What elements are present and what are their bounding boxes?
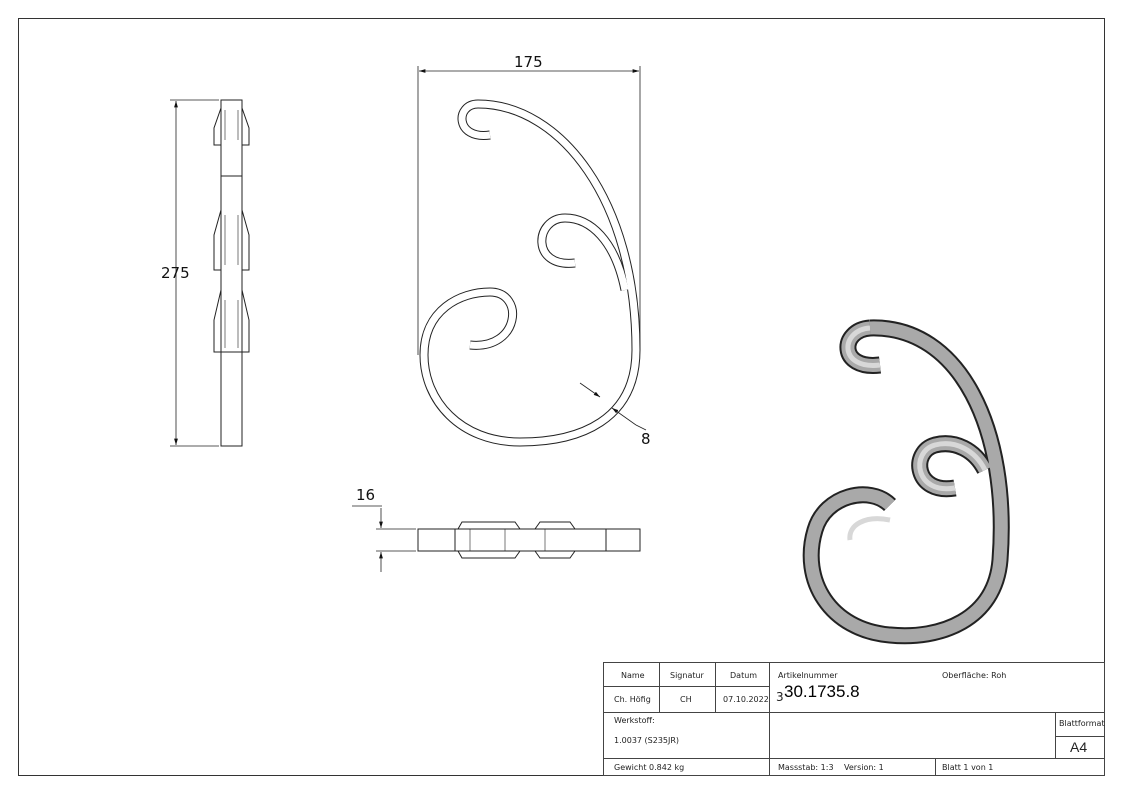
dimension-thickness-label: 8 bbox=[641, 430, 651, 448]
material-label: Werkstoff: bbox=[614, 716, 655, 725]
side-view bbox=[213, 99, 250, 447]
dimension-width bbox=[417, 66, 641, 355]
author-name: Ch. Höfig bbox=[614, 695, 651, 704]
scale: Massstab: 1:3 bbox=[778, 763, 834, 772]
article-number-fragment: 3 bbox=[776, 690, 784, 704]
front-view bbox=[419, 99, 641, 447]
dimension-width-label: 175 bbox=[514, 53, 543, 71]
sheet-format: A4 bbox=[1070, 739, 1088, 755]
dimension-depth-label: 16 bbox=[356, 486, 376, 504]
author-signature: CH bbox=[680, 695, 692, 704]
dimension-thickness-leader bbox=[579, 382, 647, 431]
title-block-grid bbox=[603, 662, 1105, 776]
weight: Gewicht 0.842 kg bbox=[614, 763, 685, 772]
article-number-label: Artikelnummer bbox=[778, 671, 838, 680]
drawing-frame bbox=[18, 18, 1105, 776]
header-signature: Signatur bbox=[670, 671, 704, 680]
isometric-view bbox=[802, 319, 1010, 645]
material: 1.0037 (S235JR) bbox=[614, 736, 680, 745]
sheet-format-label: Blattformat bbox=[1059, 719, 1105, 728]
header-date: Datum bbox=[730, 671, 758, 680]
version: Version: 1 bbox=[844, 763, 884, 772]
top-view bbox=[417, 521, 641, 559]
sheet-number: Blatt 1 von 1 bbox=[942, 763, 994, 772]
dimension-height-label: 275 bbox=[161, 264, 190, 282]
dimension-height bbox=[170, 99, 219, 447]
dimension-depth bbox=[352, 505, 416, 572]
header-name: Name bbox=[621, 671, 645, 680]
surface: Oberfläche: Roh bbox=[942, 671, 1007, 680]
article-number: 30.1735.8 bbox=[784, 682, 860, 701]
drawing-date: 07.10.2022 bbox=[723, 695, 769, 704]
